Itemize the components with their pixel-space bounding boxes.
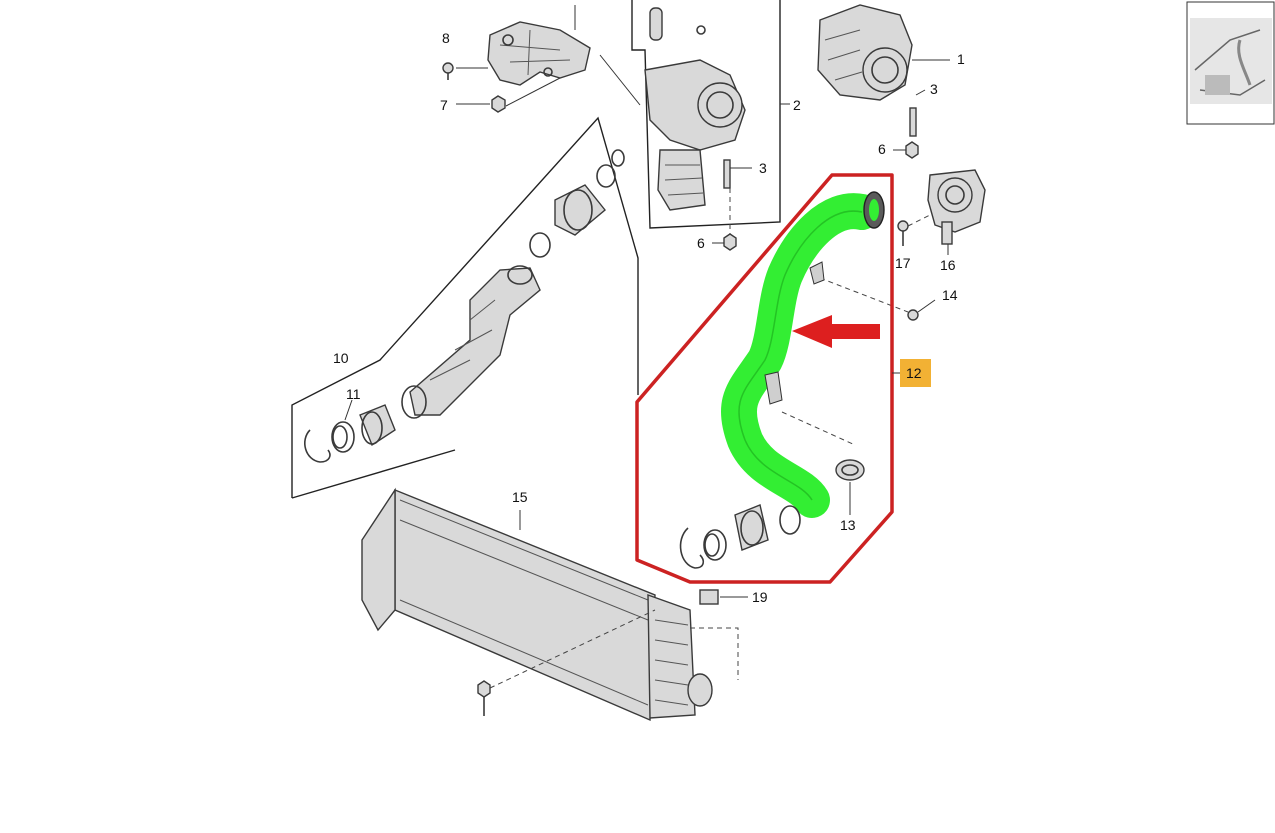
callout-19: 19 [752, 589, 768, 605]
nut-6-upper [905, 141, 919, 159]
nut-6-lower [723, 233, 737, 251]
coupler-upper [529, 149, 625, 258]
nut-7 [491, 95, 506, 113]
bolt-8 [442, 62, 454, 80]
coupler-lower [679, 504, 801, 569]
callout-15: 15 [512, 489, 528, 505]
circlip-left [304, 429, 331, 463]
highlight-frame [635, 173, 894, 584]
coupler-left [359, 404, 396, 447]
stud-3-lower [723, 159, 731, 189]
callout-3-upper: 3 [930, 81, 938, 97]
intercooler-15 [361, 487, 713, 722]
bolt-17 [897, 220, 909, 246]
callout-12: 12 [906, 365, 922, 381]
callout-8: 8 [442, 30, 450, 46]
callout-13: 13 [840, 517, 856, 533]
turbocharger [644, 7, 746, 211]
callout-12-badge: 12 [892, 359, 931, 387]
charge-air-hose-12 [720, 191, 885, 518]
arrow-left-icon [792, 315, 880, 348]
turbo-part-1 [817, 4, 913, 101]
hose-10 [401, 265, 541, 419]
bolt-14 [907, 309, 919, 321]
callout-10: 10 [333, 350, 349, 366]
callout-2: 2 [793, 97, 801, 113]
callout-1: 1 [957, 51, 965, 67]
callout-16: 16 [940, 257, 956, 273]
callout-17: 17 [895, 255, 911, 271]
callout-14: 14 [942, 287, 958, 303]
callout-11: 11 [346, 386, 361, 402]
clamp-11 [331, 421, 355, 453]
diagram-thumbnail[interactable] [1186, 1, 1275, 125]
clamp-13 [835, 459, 865, 481]
bracket-19 [699, 589, 719, 605]
stud-3-upper [909, 107, 917, 137]
turbo-frame [631, 0, 790, 229]
hose-frame-10 [291, 116, 639, 499]
callout-3-lower: 3 [759, 160, 767, 176]
callout-6-upper: 6 [878, 141, 886, 157]
callout-6-lower: 6 [697, 235, 705, 251]
bolt-bottom [477, 680, 491, 716]
mount-bracket [487, 21, 591, 86]
throttle-body-16 [927, 169, 986, 245]
callout-7: 7 [440, 97, 448, 113]
